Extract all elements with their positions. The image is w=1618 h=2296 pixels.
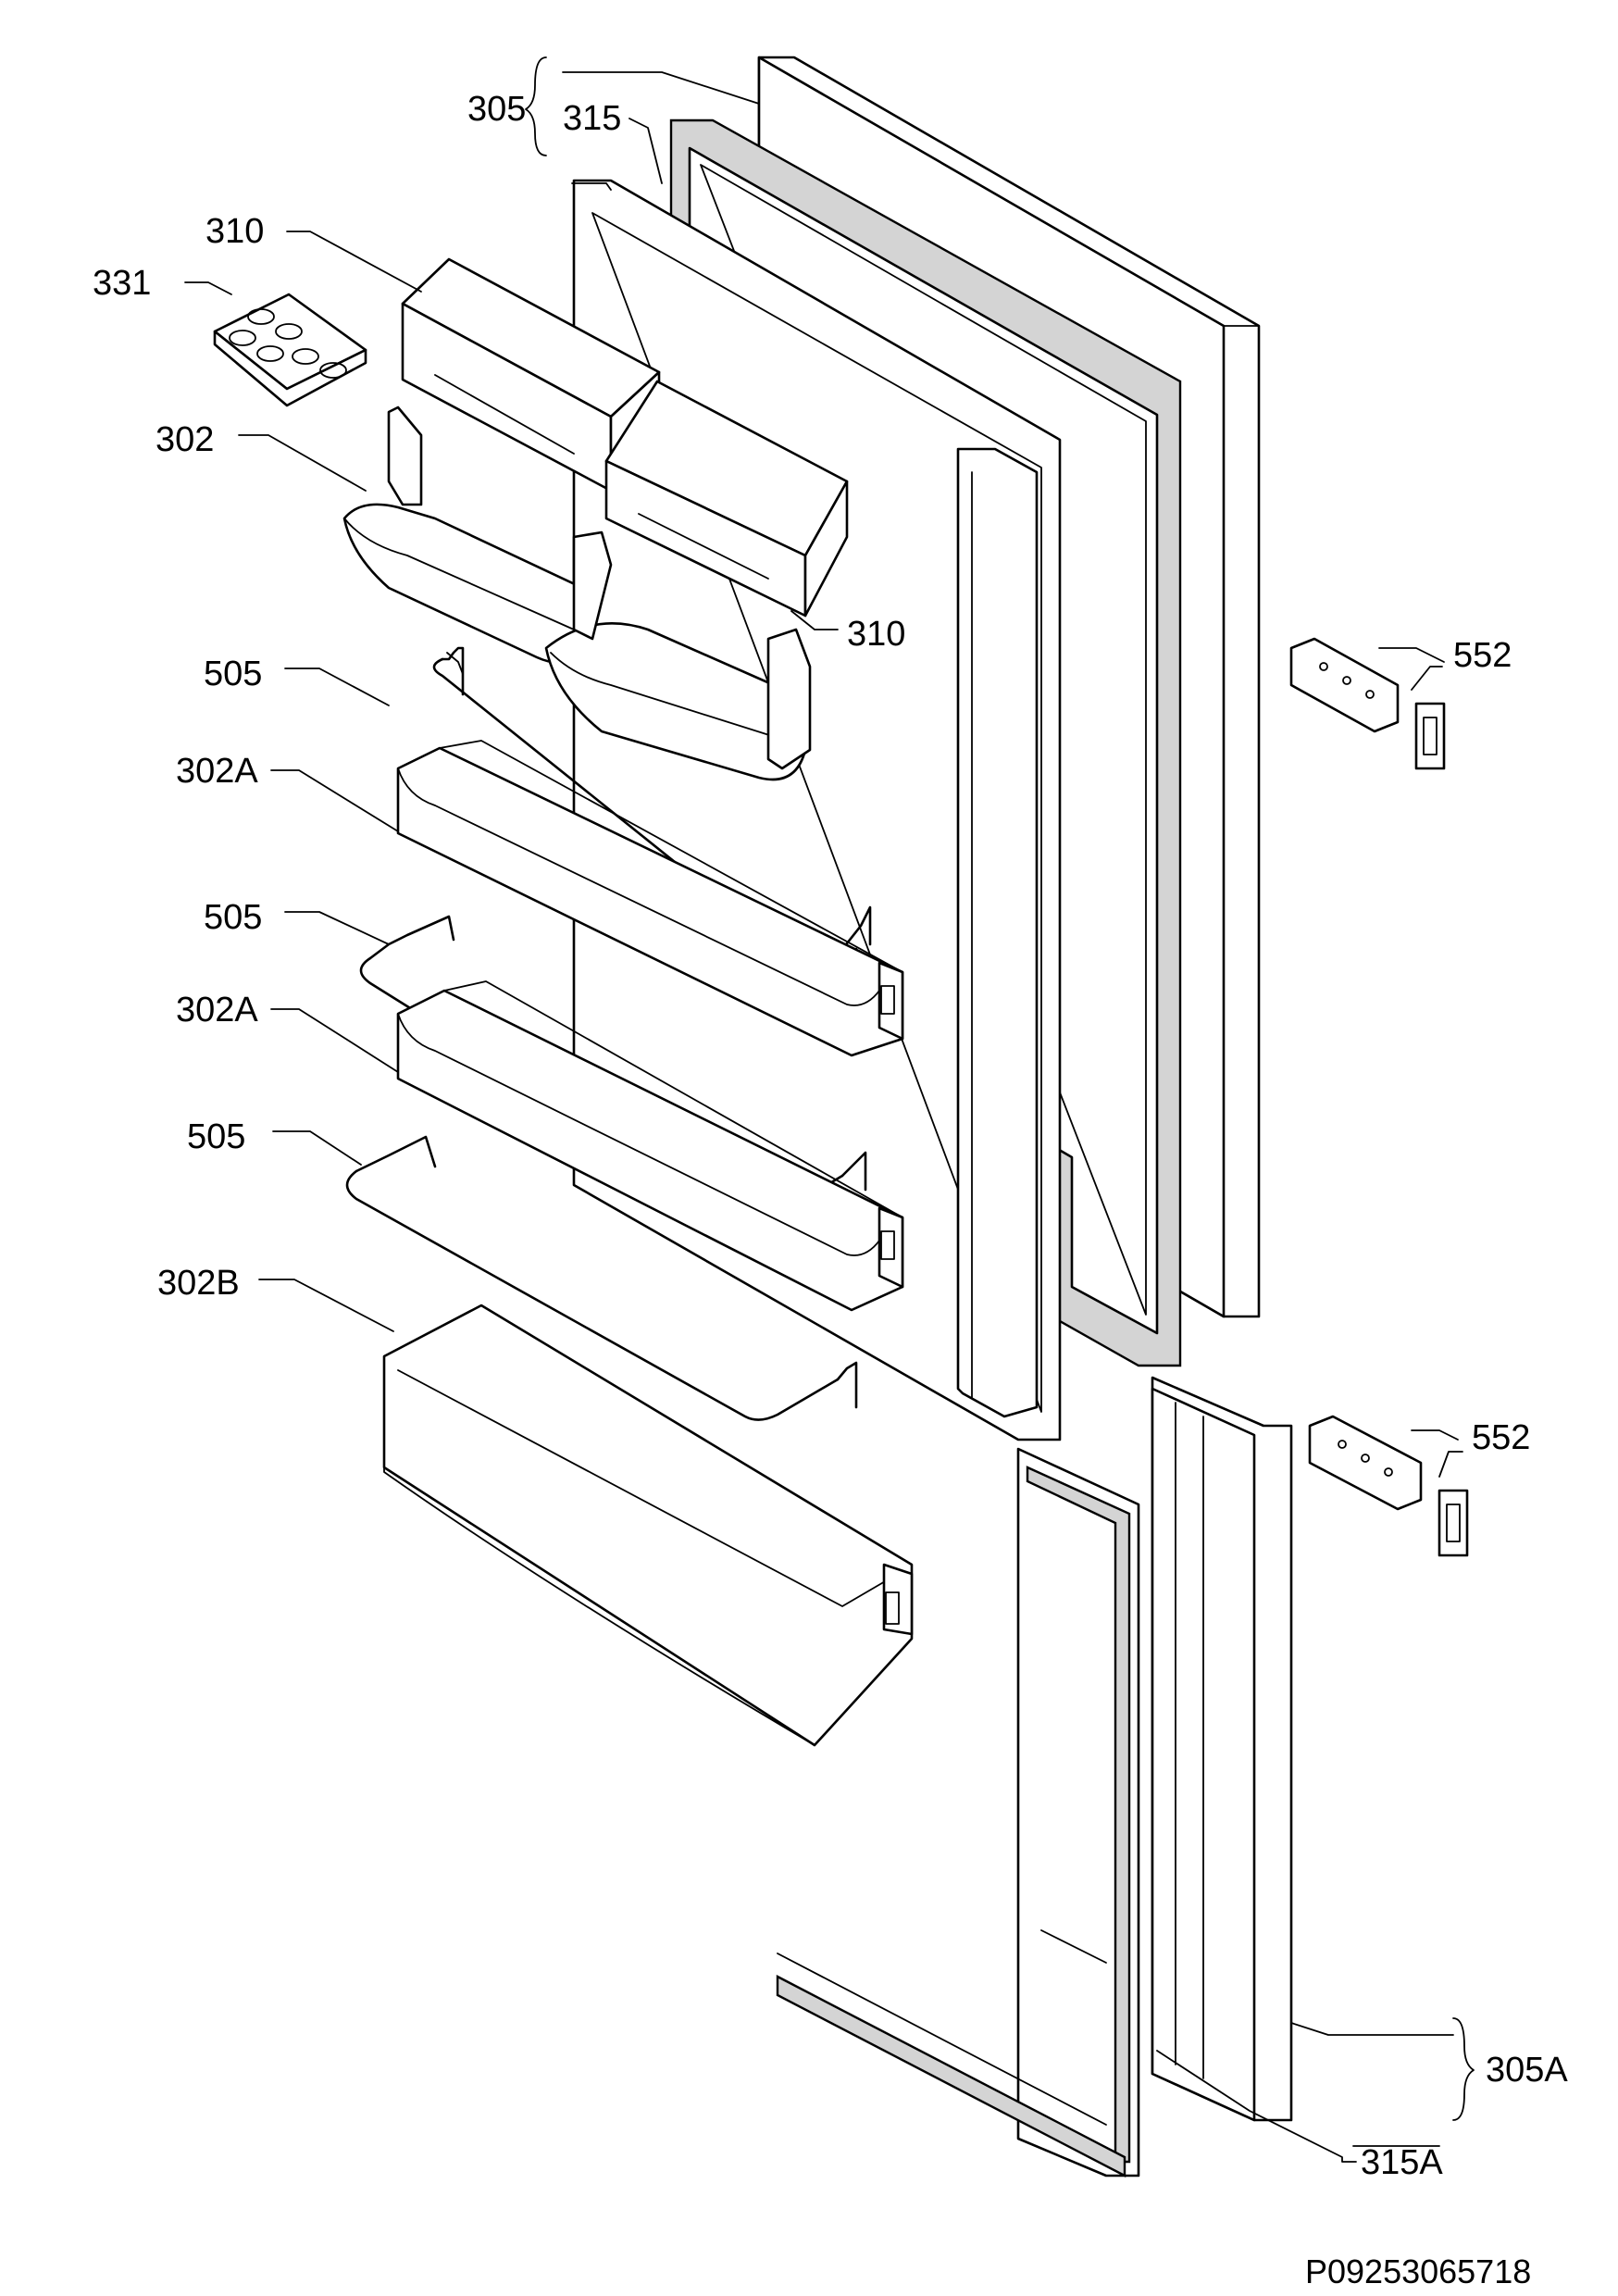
- lower-door-gasket: [776, 1447, 1140, 2177]
- label-505-first: 505: [204, 655, 262, 693]
- label-302A-first: 302A: [176, 752, 258, 791]
- door-shelf-large-2: [396, 980, 904, 1312]
- door-shelf-large-1: [396, 740, 904, 1057]
- label-505-third: 505: [187, 1117, 245, 1156]
- lower-door-outer-panel: [1151, 1376, 1293, 2122]
- egg-tray: [213, 293, 367, 407]
- label-552-lower: 552: [1472, 1418, 1530, 1457]
- dairy-compartment-right: [604, 380, 849, 618]
- label-331: 331: [93, 264, 151, 303]
- drawing-code: P09253065718: [1305, 2252, 1531, 2290]
- hinge-bracket-upper: [1289, 637, 1446, 770]
- bottle-shelf: [382, 1304, 914, 1747]
- hinge-bracket-lower: [1308, 1415, 1469, 1557]
- door-shelf-small-right: [544, 530, 812, 781]
- label-302B: 302B: [157, 1264, 240, 1303]
- leader-lines: [184, 56, 1475, 2163]
- label-552-upper: 552: [1453, 636, 1512, 675]
- bottle-retainer-rail-3: [345, 1135, 858, 1421]
- label-305A: 305A: [1486, 2051, 1568, 2090]
- label-302A-second: 302A: [176, 991, 258, 1029]
- label-310-lower: 310: [847, 615, 905, 654]
- label-505-second: 505: [204, 898, 262, 937]
- label-302: 302: [156, 420, 214, 459]
- label-305: 305: [467, 90, 526, 129]
- label-315: 315: [563, 99, 621, 138]
- label-315A: 315A: [1361, 2143, 1443, 2182]
- door-shelf-small-left: [342, 406, 594, 665]
- label-310-upper: 310: [205, 212, 264, 251]
